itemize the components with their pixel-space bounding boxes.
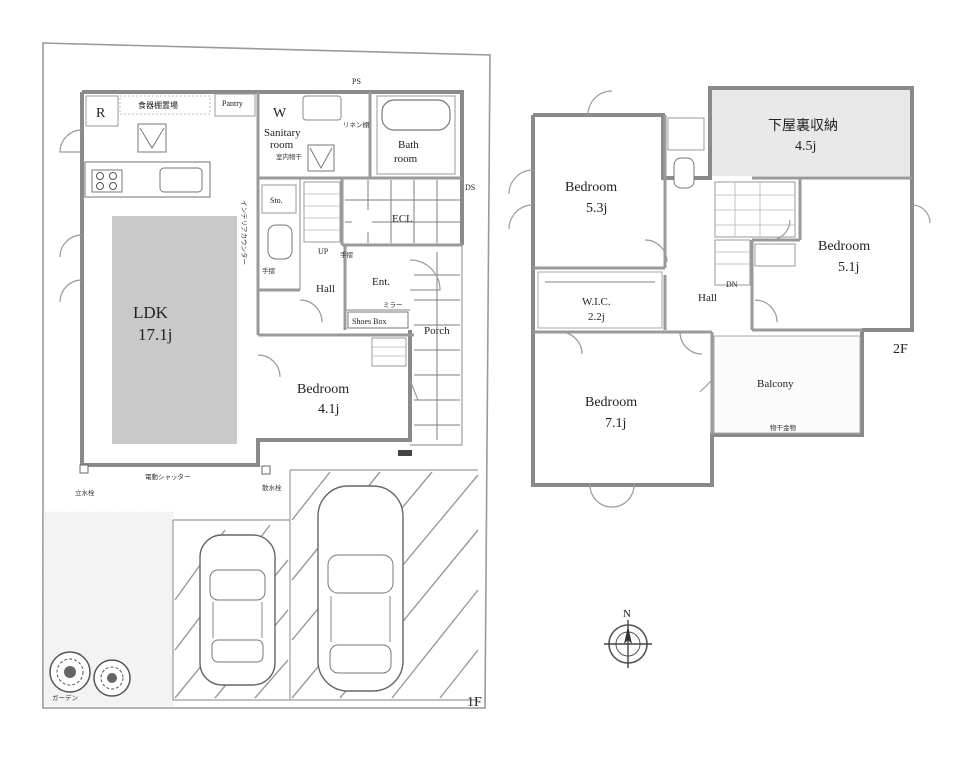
laundry-sink [307,144,335,172]
handrail-ent-label: 手摺 [340,250,354,259]
wic-label: W.I.C. [582,296,611,308]
tree-icon [93,659,131,697]
ldk-floor [112,216,237,444]
kitchen-counter [84,123,211,198]
ecl-tiles [345,180,460,243]
floor2-label: 2F [893,342,908,357]
fridge-space [85,95,119,127]
car-icon [199,534,276,686]
sanitary-label-2: room [270,139,294,151]
bath-label-2: room [394,153,418,165]
bedroom-1f-area: 4.1j [318,402,339,417]
floor1-building [80,90,464,467]
wic [537,271,663,329]
wic-area: 2.2j [588,311,605,323]
porch-tiles [414,252,460,440]
attic-storage [712,90,910,176]
dish-shelf-label: 食器棚置場 [138,100,178,110]
bedroom-e-area: 5.1j [838,260,859,275]
bath-label-1: Bath [398,139,419,151]
water-tap-right-label: 散水栓 [262,483,282,492]
fridge-label: R [96,106,106,121]
garden-label: ガーデン [52,693,78,702]
washer-label: W [273,106,287,121]
water-tap-icon [261,465,271,475]
ds-label: DS [465,183,475,192]
ldk-label: LDK [133,303,169,322]
up-label: UP [318,247,329,256]
balcony-label: Balcony [757,378,794,390]
pantry [214,93,256,117]
handrail-wc-label: 手摺 [262,266,276,275]
sanitary-label-1: Sanitary [264,127,301,139]
step-stairs [371,337,407,367]
shoes-box-label: Shoes Box [352,317,386,326]
vanity [302,95,342,121]
indoor-dry-label: 室内物干 [276,152,303,161]
door-swings [59,129,441,401]
toilet [267,224,293,260]
ecl-label: ECL [392,213,413,225]
car-icon [317,485,404,692]
balcony [713,335,861,434]
floor1-label: 1F [467,695,482,710]
stairs-2f [714,181,796,286]
water-tap-icon [79,464,89,474]
compass-icon [604,620,652,668]
stairs [303,181,341,243]
dish-shelf [119,95,211,115]
tree-icon [49,651,91,693]
bedroom-s-label: Bedroom [585,395,637,410]
entrance-label: Ent. [372,276,390,288]
bedroom-e-label: Bedroom [818,239,870,254]
mailbox [398,450,412,456]
closet-2f [667,117,705,151]
laundry-label: 物干金物 [770,423,797,432]
ps-label: PS [352,77,361,86]
water-tap-left-label: 立水栓 [75,488,95,497]
shutter-label: 電動シャッター [145,472,191,481]
pantry-label: Pantry [222,99,243,108]
storage-label: Sto. [270,196,283,205]
bedroom-s-area: 7.1j [605,416,626,431]
porch-label: Porch [424,325,450,337]
ldk-area: 17.1j [138,325,172,344]
bedroom-nw-label: Bedroom [565,180,617,195]
compass-label: N [623,608,631,620]
toilet-2f [673,157,695,189]
door-swings-2f [508,90,931,508]
shoes-box [347,311,409,329]
bedroom-nw-area: 5.3j [586,201,607,216]
bedroom-1f-label: Bedroom [297,382,349,397]
attic-storage-area: 4.5j [795,139,816,154]
interior-counter-label: インテリアカウンター [240,200,249,265]
bathtub [381,99,451,131]
linen-label: リネン棚 [343,120,370,129]
attic-storage-label: 下屋裏収納 [768,117,838,134]
mirror-label: ミラー [383,301,403,309]
hall-1f-label: Hall [316,283,335,295]
storage [261,184,297,214]
dn-label: DN [726,280,738,289]
hall-2f-label: Hall [698,292,717,304]
site-boundary [42,42,491,709]
floor2-building [531,86,914,487]
